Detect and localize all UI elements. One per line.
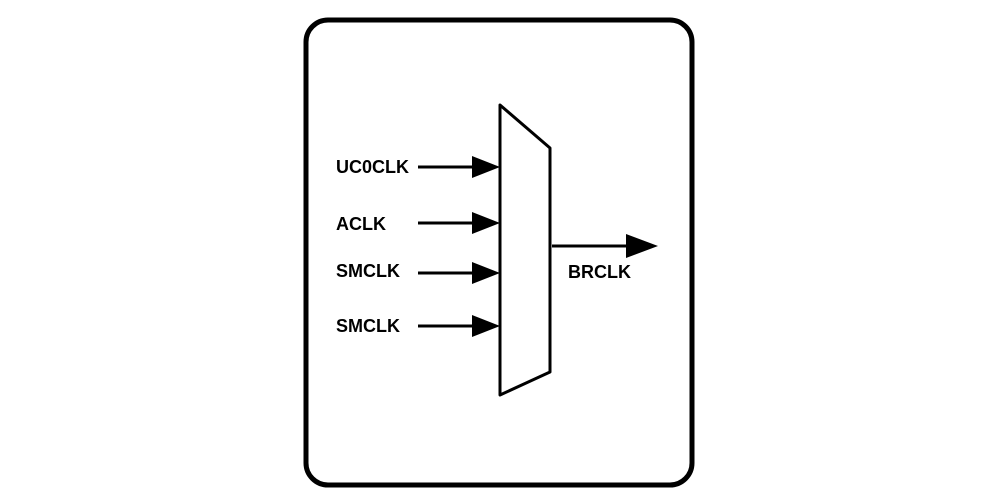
- input-smclk-1: SMCLK: [336, 261, 500, 284]
- input-arrowhead: [472, 262, 500, 284]
- input-uc0clk: UC0CLK: [336, 156, 500, 178]
- output-label-brclk: BRCLK: [568, 262, 631, 282]
- input-aclk: ACLK: [336, 212, 500, 234]
- input-label-smclk: SMCLK: [336, 316, 400, 336]
- output-arrowhead: [626, 234, 658, 258]
- input-arrowhead: [472, 156, 500, 178]
- input-label-smclk: SMCLK: [336, 261, 400, 281]
- multiplexer-block: [498, 103, 552, 397]
- input-label-uc0clk: UC0CLK: [336, 157, 409, 177]
- input-smclk-2: SMCLK: [336, 315, 500, 337]
- input-arrowhead: [472, 315, 500, 337]
- output-brclk: BRCLK: [552, 234, 658, 282]
- input-label-aclk: ACLK: [336, 214, 386, 234]
- diagram-frame: [303, 17, 695, 488]
- input-arrowhead: [472, 212, 500, 234]
